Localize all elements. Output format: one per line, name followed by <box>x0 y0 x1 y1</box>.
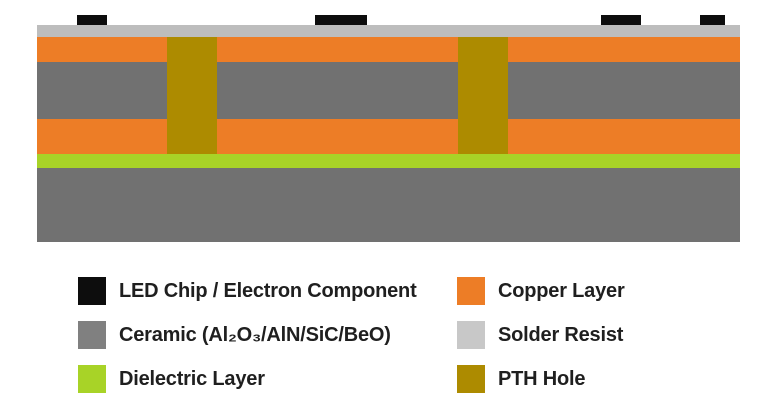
legend-item-solder-resist: Solder Resist <box>457 321 625 349</box>
led-chip-2 <box>315 15 367 25</box>
pth-hole-2 <box>458 37 508 154</box>
legend-item-dielectric: Dielectric Layer <box>78 365 417 393</box>
copper-swatch <box>457 277 485 305</box>
solder-resist-layer <box>37 25 740 37</box>
copper-layer-top <box>37 37 740 62</box>
led-chip-swatch <box>78 277 106 305</box>
led-chip-3 <box>601 15 641 25</box>
legend-label-dielectric: Dielectric Layer <box>119 367 265 390</box>
legend-label-copper: Copper Layer <box>498 279 625 302</box>
pth-hole-swatch <box>457 365 485 393</box>
legend-left-column: LED Chip / Electron Component Ceramic (A… <box>78 277 417 407</box>
dielectric-layer <box>37 154 740 168</box>
legend-item-copper: Copper Layer <box>457 277 625 305</box>
led-chip-4 <box>700 15 725 25</box>
ceramic-swatch <box>78 321 106 349</box>
dielectric-swatch <box>78 365 106 393</box>
legend-item-ceramic: Ceramic (Al₂O₃/AlN/SiC/BeO) <box>78 321 417 349</box>
legend-item-led-chip: LED Chip / Electron Component <box>78 277 417 305</box>
legend-item-pth-hole: PTH Hole <box>457 365 625 393</box>
legend-label-solder-resist: Solder Resist <box>498 323 624 346</box>
led-chip-1 <box>77 15 107 25</box>
copper-layer-bottom <box>37 119 740 154</box>
pth-hole-1 <box>167 37 217 154</box>
ceramic-core-layer <box>37 62 740 119</box>
solder-resist-swatch <box>457 321 485 349</box>
legend-label-pth-hole: PTH Hole <box>498 367 586 390</box>
ceramic-base-layer <box>37 168 740 242</box>
legend-label-led-chip: LED Chip / Electron Component <box>119 279 417 302</box>
legend-label-ceramic: Ceramic (Al₂O₃/AlN/SiC/BeO) <box>119 323 391 346</box>
legend-right-column: Copper Layer Solder Resist PTH Hole <box>457 277 625 407</box>
